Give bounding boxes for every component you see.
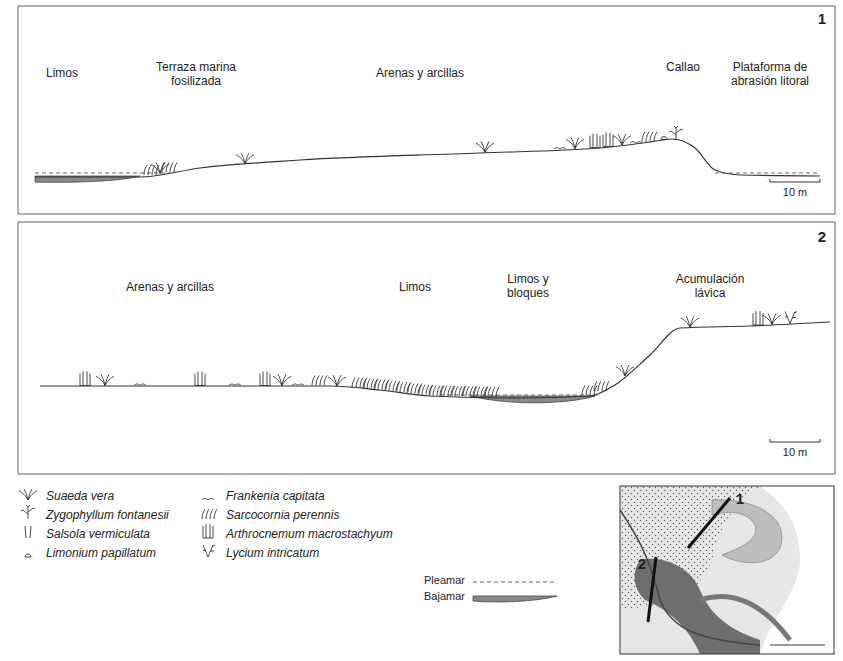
plant-symbol bbox=[407, 383, 422, 393]
plant-symbol bbox=[594, 381, 609, 391]
profile-label: Limos bbox=[32, 66, 92, 80]
plant-symbol bbox=[96, 375, 114, 386]
plant-symbol bbox=[229, 384, 241, 386]
plant-symbol bbox=[669, 126, 683, 140]
plant-symbol bbox=[661, 137, 667, 140]
location-map bbox=[620, 486, 834, 654]
plant-symbol bbox=[352, 378, 367, 388]
plant-symbol bbox=[385, 381, 400, 391]
panel-number: 2 bbox=[812, 228, 832, 246]
legend-text: Limonium papillatum bbox=[46, 546, 156, 560]
profile-label: Callao bbox=[653, 60, 713, 74]
plant-symbol bbox=[590, 134, 600, 148]
plant-symbol bbox=[630, 142, 642, 144]
legend-line bbox=[473, 582, 557, 583]
profile-label: Arenas y arcillas bbox=[355, 66, 485, 80]
plant-symbol bbox=[236, 153, 254, 164]
legend-symbol bbox=[203, 545, 215, 557]
legend-symbol bbox=[25, 554, 31, 557]
plant-symbol bbox=[642, 132, 657, 142]
profile-label: Acumulación lávica bbox=[660, 272, 760, 301]
plant-symbol bbox=[484, 387, 499, 397]
plant-symbol bbox=[134, 384, 146, 386]
high-tide-line bbox=[440, 395, 600, 396]
profile-label: Arenas y arcillas bbox=[105, 280, 235, 294]
panel-frame bbox=[18, 222, 835, 474]
scale-bar bbox=[770, 439, 820, 442]
plant-symbol bbox=[260, 372, 270, 386]
plant-symbol bbox=[451, 386, 466, 396]
plant-symbol bbox=[763, 313, 781, 324]
legend-symbol bbox=[203, 524, 213, 538]
legend-text: Arthrocnemum macrostachyum bbox=[226, 527, 393, 541]
legend-symbol bbox=[19, 489, 37, 500]
plant-symbol bbox=[476, 141, 494, 152]
profile-label: Terraza marina fosilizada bbox=[151, 60, 241, 89]
plant-symbol bbox=[312, 376, 327, 386]
profile-label: 10 m bbox=[770, 446, 820, 459]
plant-symbol bbox=[473, 387, 488, 397]
profile-label: 10 m bbox=[770, 186, 820, 199]
plant-symbol bbox=[195, 372, 205, 386]
plant-symbol bbox=[613, 134, 631, 145]
legend-symbol bbox=[21, 505, 35, 519]
panel-frame bbox=[18, 6, 835, 214]
legend-lens bbox=[473, 596, 557, 602]
plant-symbol bbox=[566, 138, 584, 149]
plant-symbol bbox=[554, 148, 566, 150]
plant-symbol bbox=[328, 375, 346, 386]
legend-text: Zygophyllum fontanesii bbox=[46, 508, 169, 522]
profile-label: Limos y bloques bbox=[493, 272, 563, 301]
scale-bar bbox=[770, 179, 820, 182]
legend-symbol bbox=[25, 526, 31, 538]
legend-text: Sarcocornia perennis bbox=[226, 508, 339, 522]
plant-symbol bbox=[785, 312, 797, 324]
plant-symbol bbox=[753, 311, 763, 325]
plant-symbol bbox=[162, 162, 177, 172]
plant-symbol bbox=[429, 386, 444, 396]
ground-profile bbox=[35, 139, 820, 177]
ground-profile bbox=[40, 322, 830, 398]
plant-symbol bbox=[396, 382, 411, 392]
plant-symbol bbox=[603, 133, 613, 147]
legend-text: Bajamar bbox=[424, 590, 465, 602]
legend-text: Pleamar bbox=[424, 574, 465, 586]
profile-label: Plataforma de abrasión litoral bbox=[720, 60, 820, 89]
plant-symbol bbox=[681, 316, 699, 327]
plant-symbol bbox=[616, 365, 634, 376]
plant-symbol bbox=[418, 385, 433, 395]
plant-symbol bbox=[80, 372, 90, 386]
plant-symbol bbox=[144, 165, 159, 175]
plant-symbol bbox=[462, 386, 477, 396]
map-frame bbox=[620, 486, 834, 654]
profile-label: Limos bbox=[385, 280, 445, 294]
legend-symbol bbox=[202, 509, 217, 519]
plant-symbol bbox=[292, 384, 304, 386]
panel-number: 2 bbox=[634, 555, 650, 573]
plant-symbol bbox=[363, 379, 378, 389]
legend-text: Lycium intricatum bbox=[226, 546, 319, 560]
plant-symbol bbox=[440, 386, 455, 396]
legend-text: Salsola vermiculata bbox=[46, 527, 150, 541]
panel-number: 1 bbox=[812, 10, 832, 28]
plant-symbol bbox=[273, 375, 291, 386]
legend-symbol bbox=[202, 499, 214, 501]
legend-text: Frankenia capitata bbox=[226, 489, 325, 503]
legend-text: Suaeda vera bbox=[46, 489, 114, 503]
panel-number: 1 bbox=[732, 490, 748, 508]
high-tide-line bbox=[35, 173, 820, 174]
plant-symbol bbox=[374, 380, 389, 390]
